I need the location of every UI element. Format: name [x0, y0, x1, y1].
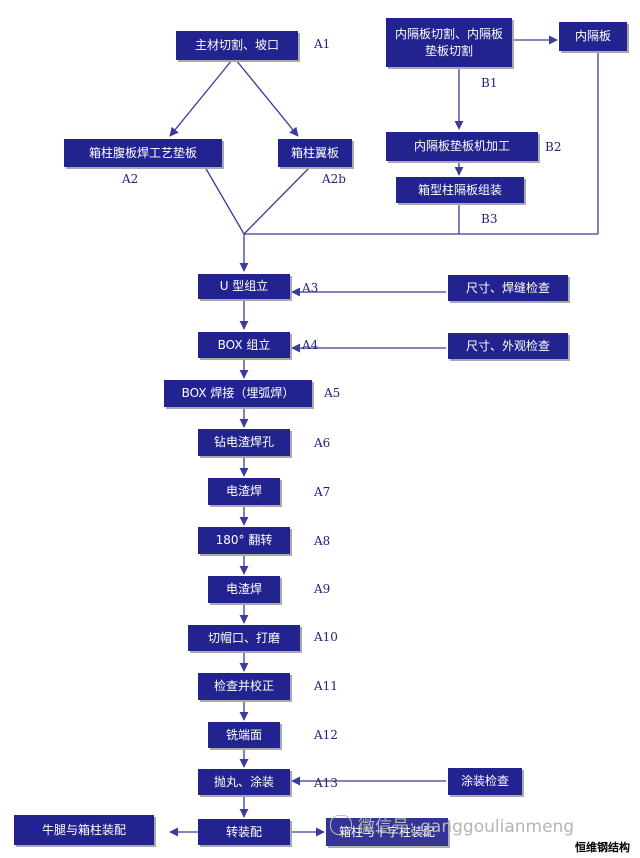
label-a10: A10 — [314, 630, 338, 644]
label-b1: B1 — [481, 76, 498, 90]
node-electroslag-welding-2: 电渣焊 — [208, 576, 280, 603]
node-flange-plate: 箱柱翼板 — [278, 139, 352, 167]
label-a5: A5 — [324, 386, 341, 400]
label-a13: A13 — [314, 776, 338, 790]
label-a6: A6 — [314, 436, 331, 450]
label-a11: A11 — [314, 679, 338, 693]
node-inner-diaphragm-cutting: 内隔板切割、内隔板垫板切割 — [386, 18, 512, 67]
node-box-welding: BOX 焊接（埋弧焊） — [164, 380, 312, 407]
label-b3: B3 — [481, 212, 498, 226]
watermark-text: 微信号: ganggoulianmeng — [358, 817, 575, 837]
node-inspection-size-appearance: 尺寸、外观检查 — [448, 333, 568, 359]
line-a2-merge — [204, 166, 245, 235]
node-cut-cap-grind: 切帽口、打磨 — [188, 625, 300, 651]
label-a4: A4 — [302, 338, 319, 352]
label-a12: A12 — [314, 728, 338, 742]
node-transfer-assembly: 转装配 — [198, 819, 290, 845]
watermark: 微信号: ganggoulianmeng — [330, 812, 574, 837]
node-paint-inspection: 涂装检查 — [448, 768, 522, 795]
arrow-a1-a2b — [235, 59, 299, 137]
line-a2b-merge — [243, 166, 311, 235]
node-main-material-cutting: 主材切割、坡口 — [176, 31, 298, 60]
node-inspection-size-weld: 尺寸、焊缝检查 — [448, 275, 568, 301]
wechat-icon — [330, 814, 352, 835]
node-shot-blast-paint: 抛丸、涂装 — [198, 769, 290, 795]
node-box-assembly: BOX 组立 — [198, 332, 290, 358]
node-inspect-correct: 检查并校正 — [198, 673, 290, 700]
node-mill-end-face: 铣端面 — [208, 722, 280, 748]
node-drill-electroslag-holes: 钻电渣焊孔 — [198, 429, 290, 456]
node-web-backing-plate: 箱柱腹板焊工艺垫板 — [64, 139, 222, 167]
label-a2b: A2b — [322, 172, 346, 186]
arrow-a1-a2 — [169, 59, 233, 137]
node-flip-180: 180° 翻转 — [198, 527, 290, 554]
node-u-assembly: U 型组立 — [198, 274, 290, 299]
label-b2: B2 — [545, 140, 562, 154]
label-a1: A1 — [314, 37, 331, 51]
node-inner-diaphragm: 内隔板 — [559, 22, 627, 51]
node-backing-machining: 内隔板垫板机加工 — [386, 132, 538, 161]
label-a8: A8 — [314, 534, 331, 548]
node-bracket-column-assembly: 牛腿与箱柱装配 — [14, 815, 154, 845]
label-a3: A3 — [302, 281, 319, 295]
label-a9: A9 — [314, 582, 331, 596]
node-electroslag-welding-1: 电渣焊 — [208, 478, 280, 505]
brand-label: 恒维钢结构 — [575, 841, 630, 854]
label-a2: A2 — [122, 172, 139, 186]
label-a7: A7 — [314, 485, 331, 499]
node-box-diaphragm-assembly: 箱型柱隔板组装 — [396, 177, 524, 203]
